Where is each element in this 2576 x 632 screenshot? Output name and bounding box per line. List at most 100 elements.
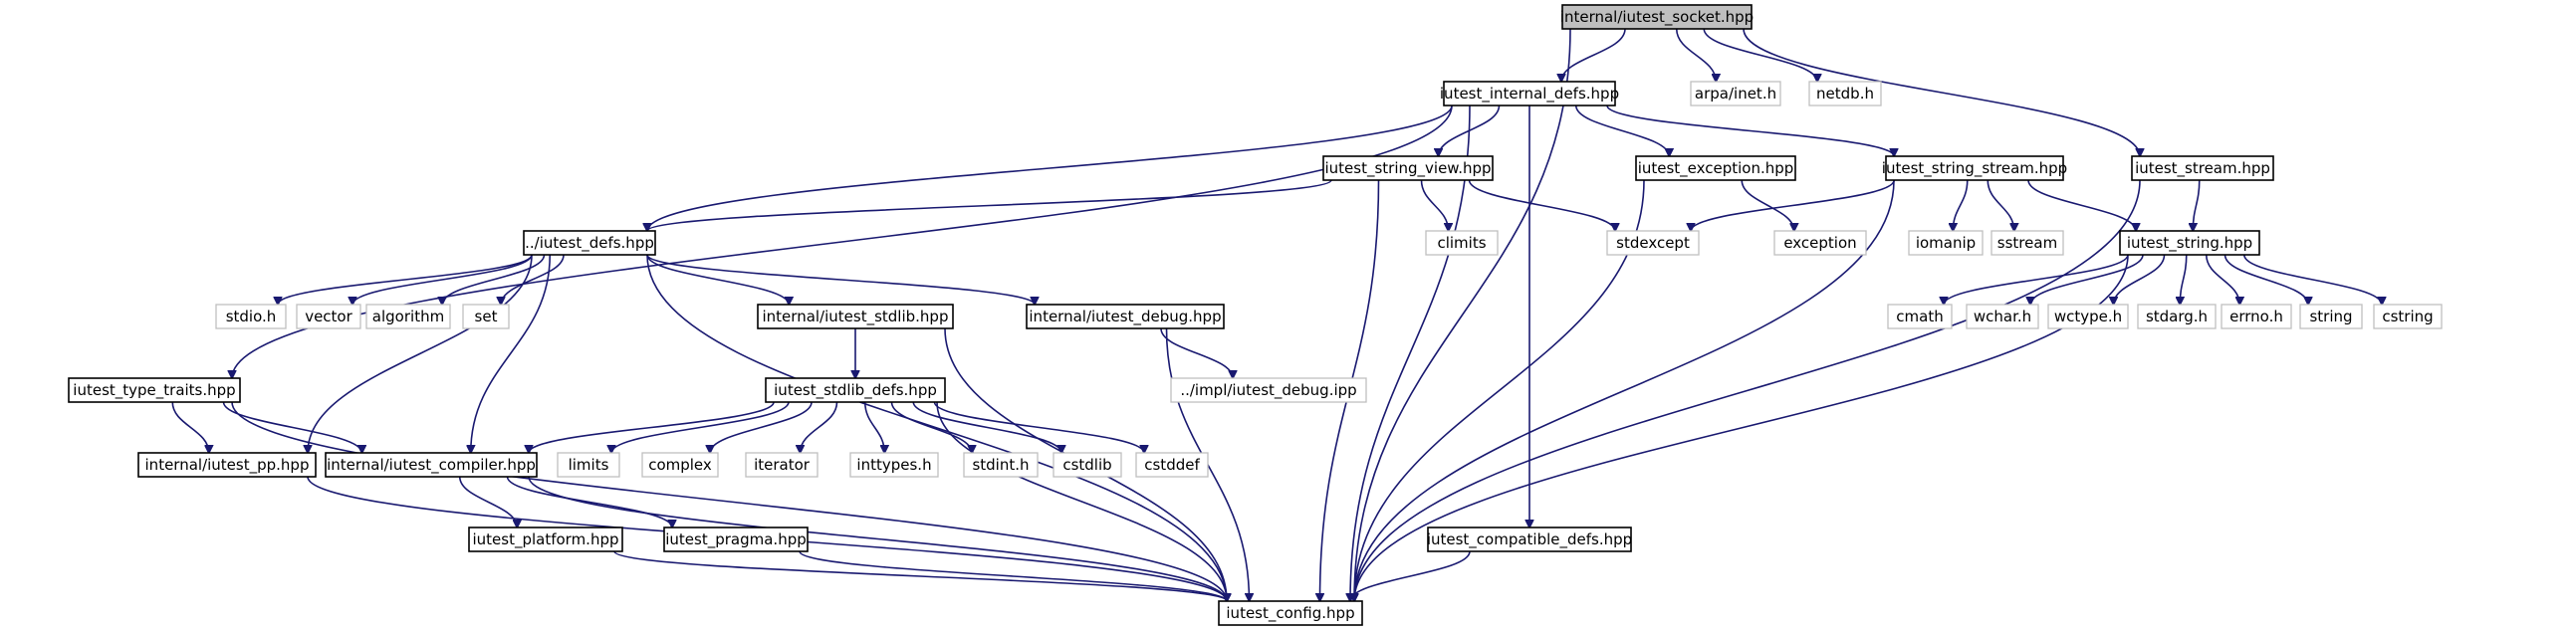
edge-iutest_stdlib_defs-to-iterator	[801, 401, 838, 453]
edge-iutest_defs-to-stdio_h	[278, 254, 533, 305]
node-iutest-pp[interactable]: internal/iutest_pp.hpp	[137, 452, 317, 478]
node-label: iomanip	[1916, 234, 1976, 252]
node-box	[1322, 155, 1494, 181]
node-wchar-h: wchar.h	[1966, 304, 2039, 329]
node-box	[137, 452, 317, 478]
edge-iutest_debug-to-impl_iutest_debug	[1160, 327, 1233, 378]
node-label: inttypes.h	[856, 456, 931, 474]
node-label: errno.h	[2229, 308, 2283, 325]
node-label: string	[2309, 308, 2352, 325]
edge-iutest_stdlib_defs-to-iutest_config	[936, 401, 1227, 601]
node-box	[2119, 230, 2260, 256]
node-label: cstdlib	[1062, 456, 1111, 474]
node-label: arpa/inet.h	[1695, 85, 1776, 103]
node-inttypes-h: inttypes.h	[849, 452, 939, 478]
edge-iutest_stream-to-iutest_config	[1354, 179, 2141, 601]
node-iutest-compatible-defs[interactable]: iutest_compatible_defs.hpp	[1427, 527, 1632, 552]
node-sstream: sstream	[1991, 230, 2064, 256]
node-impl-iutest-debug: ../impl/iutest_debug.ipp	[1170, 377, 1367, 403]
node-box	[663, 527, 809, 552]
node-iutest-compiler[interactable]: internal/iutest_compiler.hpp	[325, 452, 538, 478]
edge-iutest_defs-to-iutest_stdlib	[646, 254, 789, 305]
node-errno-h: errno.h	[2221, 304, 2292, 329]
node-iutest-internal-defs[interactable]: iutest_internal_defs.hpp	[1440, 81, 1619, 106]
edge-iutest_internal_defs-to-iutest_defs	[647, 105, 1453, 231]
edge-iutest_string_stream-to-sstream	[1987, 179, 2014, 231]
edge-iutest_defs-to-iutest_debug	[646, 254, 1035, 305]
node-iomanip: iomanip	[1908, 230, 1984, 256]
node-iutest-debug[interactable]: internal/iutest_debug.hpp	[1026, 304, 1225, 329]
node-label: ../iutest_defs.hpp	[525, 234, 654, 253]
node-iutest-platform[interactable]: iutest_platform.hpp	[468, 527, 623, 552]
node-box	[1606, 230, 1700, 256]
node-iutest-string-stream[interactable]: iutest_string_stream.hpp	[1882, 155, 2067, 181]
edge-iutest_defs-to-iutest_pp	[308, 254, 533, 453]
node-iutest-stdlib-defs[interactable]: iutest_stdlib_defs.hpp	[765, 377, 946, 403]
node-box	[1170, 377, 1367, 403]
node-vector: vector	[296, 304, 361, 329]
node-label: set	[475, 308, 498, 325]
node-label: iutest_string.hpp	[2127, 234, 2252, 253]
node-label: vector	[305, 308, 352, 325]
node-box	[849, 452, 939, 478]
node-netdb: netdb.h	[1808, 81, 1882, 106]
node-cmath: cmath	[1887, 304, 1953, 329]
node-label: iutest_string_view.hpp	[1324, 159, 1491, 178]
edge-iutest_internal_defs-to-iutest_config	[1350, 105, 1471, 601]
node-iutest-socket[interactable]: internal/iutest_socket.hpp	[1560, 4, 1754, 30]
node-iutest-type-traits[interactable]: iutest_type_traits.hpp	[68, 377, 241, 403]
node-layer: internal/iutest_socket.hpp iutest_interna…	[68, 4, 2443, 626]
node-set: set	[462, 304, 510, 329]
node-label: cstddef	[1144, 456, 1200, 474]
node-label: iutest_pragma.hpp	[665, 530, 807, 549]
edge-iutest_socket-to-iutest_config	[1354, 28, 1571, 601]
node-box	[1887, 304, 1953, 329]
node-label: stdint.h	[972, 456, 1029, 474]
node-iutest-defs[interactable]: ../iutest_defs.hpp	[523, 230, 656, 256]
node-label: ../impl/iutest_debug.ipp	[1180, 381, 1356, 400]
edge-iutest_internal_defs-to-iutest_string_stream	[1606, 105, 1894, 156]
node-box	[1808, 81, 1882, 106]
node-box	[2137, 304, 2217, 329]
edge-iutest_string-to-wctype_h	[2114, 254, 2166, 305]
node-label: wchar.h	[1974, 308, 2031, 325]
node-label: wctype.h	[2054, 308, 2122, 325]
node-cstddef: cstddef	[1135, 452, 1209, 478]
node-iutest-string-view[interactable]: iutest_string_view.hpp	[1322, 155, 1494, 181]
edge-iutest_internal_defs-to-iutest_exception	[1574, 105, 1670, 156]
edge-iutest_defs-to-iutest_compiler	[471, 254, 552, 453]
node-box	[468, 527, 623, 552]
edge-iutest_pragma-to-iutest_config	[799, 550, 1227, 601]
node-label: internal/iutest_pp.hpp	[145, 456, 310, 475]
node-box	[1425, 230, 1499, 256]
node-box	[296, 304, 361, 329]
edge-iutest_compiler-to-iutest_platform	[458, 476, 518, 527]
node-box	[2131, 155, 2274, 181]
node-box	[462, 304, 510, 329]
node-iutest-exception[interactable]: iutest_exception.hpp	[1635, 155, 1796, 181]
node-label: limits	[569, 456, 609, 474]
node-label: sstream	[1997, 234, 2057, 252]
edge-iutest_stdlib_defs-to-complex	[710, 401, 813, 453]
node-iutest-stream[interactable]: iutest_stream.hpp	[2131, 155, 2274, 181]
node-iutest-string[interactable]: iutest_string.hpp	[2119, 230, 2260, 256]
edge-iutest_stdlib_defs-to-inttypes_h	[863, 401, 885, 453]
node-label: cmath	[1896, 308, 1943, 325]
edge-iutest_socket-to-iutest_internal_defs	[1561, 28, 1626, 82]
edge-iutest_type_traits-to-iutest_compiler	[222, 401, 362, 453]
node-label: iutest_type_traits.hpp	[73, 381, 235, 400]
edge-layer	[171, 28, 2382, 601]
edge-iutest_string_stream-to-iutest_string	[2027, 179, 2136, 231]
node-iterator: iterator	[745, 452, 819, 478]
node-label: stdexcept	[1616, 234, 1690, 252]
node-label: complex	[648, 456, 712, 474]
edge-iutest_string-to-cstring	[2242, 254, 2382, 305]
node-label: iterator	[754, 456, 811, 474]
node-iutest-stdlib[interactable]: internal/iutest_stdlib.hpp	[757, 304, 954, 329]
node-iutest-config[interactable]: iutest_config.hpp	[1218, 600, 1363, 626]
node-limits: limits	[557, 452, 620, 478]
edge-iutest_stream-to-iutest_string	[2193, 179, 2201, 231]
node-iutest-pragma[interactable]: iutest_pragma.hpp	[663, 527, 809, 552]
edge-iutest_platform-to-iutest_config	[613, 550, 1227, 601]
